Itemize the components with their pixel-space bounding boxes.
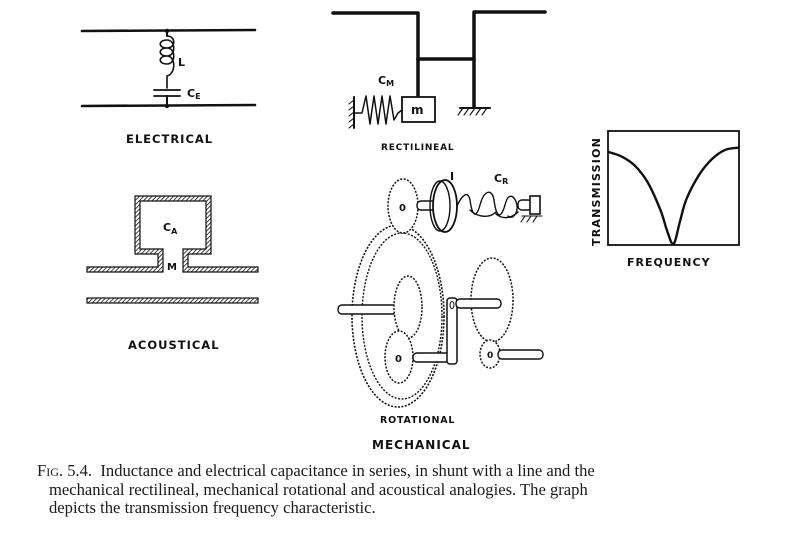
large-gear-inner [361, 232, 443, 400]
mass-block [401, 96, 436, 123]
figure-drawing: L CE ELECTRICAL m CM RECT [80, 10, 740, 452]
spring-anchor [529, 195, 541, 215]
mass-label: m [411, 103, 424, 117]
rectilineal-title: RECTILINEAL [381, 143, 454, 153]
gear-mark-right: 0 [487, 351, 493, 361]
figure-number: Fig. 5.4. [37, 461, 93, 480]
capacitor-label: CE [187, 87, 201, 101]
rotational-system: 0 0 0 I CR ROTATIONAL MECHANICAL [337, 170, 544, 452]
torsion-spring [456, 191, 519, 219]
inner-gear [393, 275, 423, 339]
compliance-label: CM [378, 74, 394, 88]
right-lever [472, 10, 547, 109]
transmission-curve [607, 146, 740, 246]
mechanical-heading: MECHANICAL [372, 438, 471, 452]
rectilineal-system: m CM RECTILINEAL [331, 10, 547, 153]
gear-mark-lower: 0 [395, 354, 402, 365]
rotational-title: ROTATIONAL [380, 415, 455, 426]
left-shaft [337, 304, 401, 315]
crank-arm [446, 297, 458, 365]
figure-caption: Fig. 5.4. Inductance and electrical capa… [37, 461, 782, 518]
rotational-compliance-label: CR [494, 172, 508, 186]
inductor-coil [159, 35, 175, 89]
caption-line-1: Fig. 5.4. Inductance and electrical capa… [37, 461, 782, 481]
flywheel [432, 179, 458, 233]
graph-ylabel: TRANSMISSION [590, 137, 603, 246]
caption-text-1: Inductance and electrical capacitance in… [100, 461, 595, 480]
electrical-circuit: L CE ELECTRICAL [80, 28, 257, 146]
lower-pipe-wall [86, 297, 259, 304]
cavity-wall [86, 195, 259, 273]
acoustical-resonator: CA M ACOUSTICAL [86, 195, 259, 352]
neck-label: M [167, 262, 177, 273]
acoustical-title: ACOUSTICAL [128, 338, 220, 352]
electrical-title: ELECTRICAL [126, 132, 213, 146]
inertia-label: I [450, 170, 454, 183]
gear-mark-top: 0 [399, 203, 406, 214]
left-lever [331, 11, 420, 99]
caption-line-2: mechanical rectilineal, mechanical rotat… [49, 479, 588, 499]
cavity-label: CA [163, 221, 178, 236]
graph-frame [607, 130, 740, 246]
caption-line-3: depicts the transmission frequency chara… [49, 498, 376, 517]
right-shaft [497, 349, 544, 360]
transmission-graph: TRANSMISSION FREQUENCY [590, 130, 740, 269]
spring [354, 95, 403, 125]
graph-xlabel: FREQUENCY [627, 256, 711, 269]
upper-shaft [455, 298, 502, 309]
inductor-label: L [178, 56, 185, 69]
